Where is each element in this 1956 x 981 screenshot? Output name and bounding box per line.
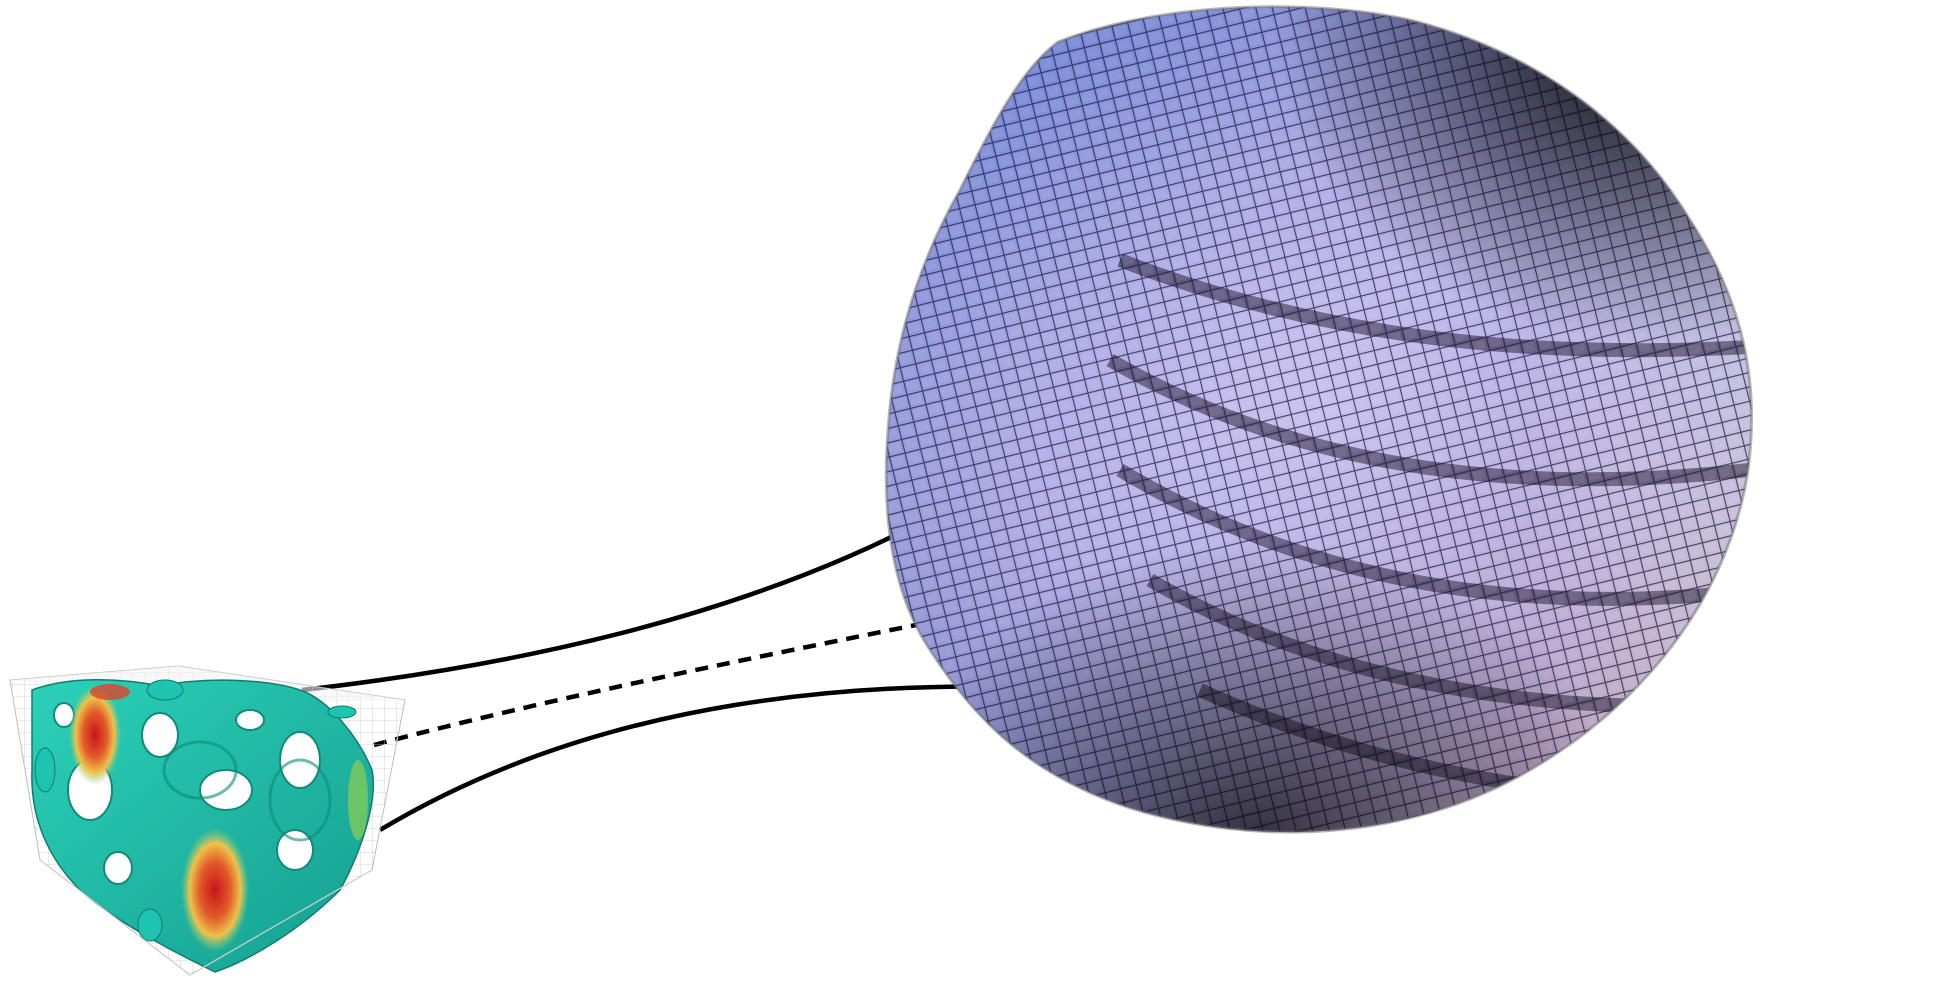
cube-hotspot-upper <box>69 685 121 785</box>
voxel-cube-isosurface-icon <box>10 666 405 975</box>
voxel-sphere-icon <box>880 0 1956 860</box>
cube-hotspot-lower <box>181 828 249 952</box>
